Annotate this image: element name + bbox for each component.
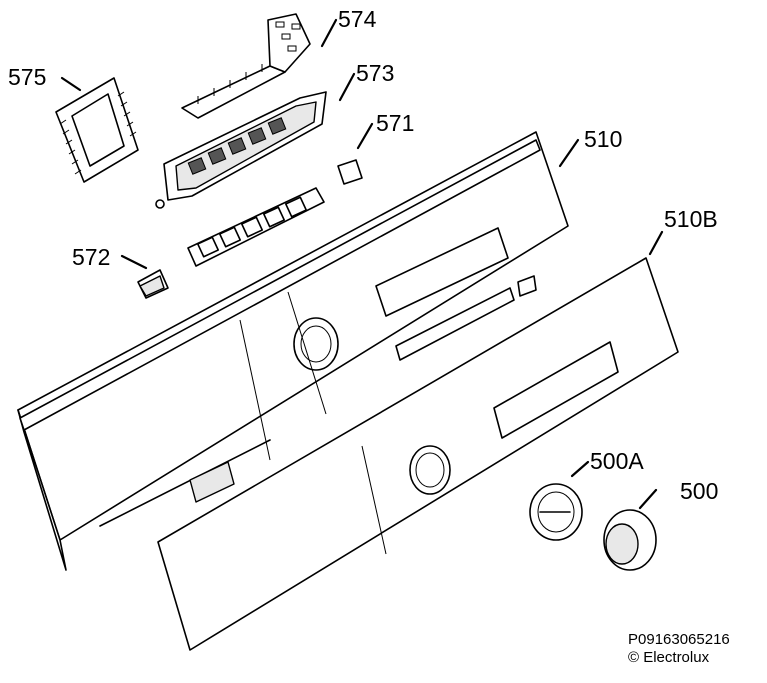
label-573: 573 xyxy=(356,60,395,86)
part-574-bracket xyxy=(181,13,338,119)
part-510b-front-panel xyxy=(157,230,679,651)
part-510-control-panel xyxy=(17,131,580,571)
drawing-code: P09163065216 xyxy=(628,631,730,648)
label-572: 572 xyxy=(72,244,111,270)
label-510: 510 xyxy=(584,126,623,152)
part-572-button xyxy=(120,254,169,299)
part-571-button-strip xyxy=(187,122,374,267)
label-500a: 500A xyxy=(590,448,644,474)
label-500: 500 xyxy=(680,478,719,504)
part-500-knob-cap xyxy=(603,488,658,571)
label-571: 571 xyxy=(376,110,415,136)
part-575-frame xyxy=(55,76,139,183)
label-510b: 510B xyxy=(664,206,718,232)
part-573-display-board xyxy=(155,72,356,209)
copyright: © Electrolux xyxy=(628,649,710,666)
part-500a-knob-insert xyxy=(529,460,590,541)
label-575: 575 xyxy=(8,64,47,90)
label-574: 574 xyxy=(338,6,377,32)
